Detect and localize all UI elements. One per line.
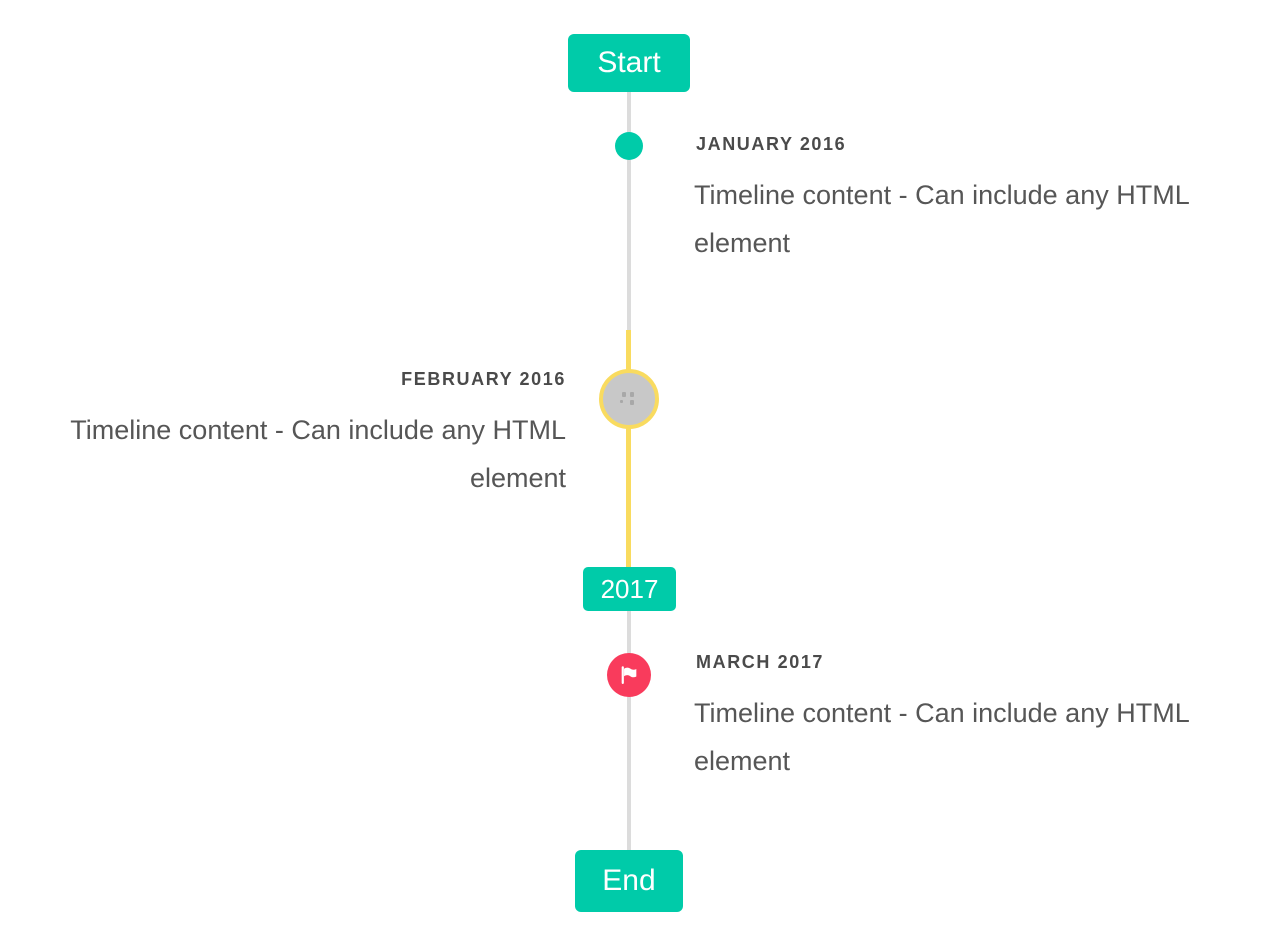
timeline-highlight-line <box>626 330 631 569</box>
item-title-february: FEBRUARY 2016 <box>401 369 566 389</box>
timeline-dot-january[interactable] <box>615 132 643 160</box>
year-badge-2017[interactable]: 2017 <box>583 567 676 611</box>
broken-image-icon <box>620 392 638 406</box>
timeline-circle-february[interactable] <box>599 369 659 429</box>
flag-icon <box>621 666 637 684</box>
start-button[interactable]: Start <box>568 34 690 92</box>
timeline-flag-marker-march[interactable] <box>607 653 651 697</box>
item-content-march: Timeline content - Can include any HTML … <box>694 698 1189 776</box>
item-title-march: MARCH 2017 <box>696 652 825 672</box>
end-button[interactable]: End <box>575 850 683 912</box>
item-content-february: Timeline content - Can include any HTML … <box>70 415 566 493</box>
item-title-january: JANUARY 2016 <box>696 134 847 154</box>
item-content-january: Timeline content - Can include any HTML … <box>694 180 1189 258</box>
